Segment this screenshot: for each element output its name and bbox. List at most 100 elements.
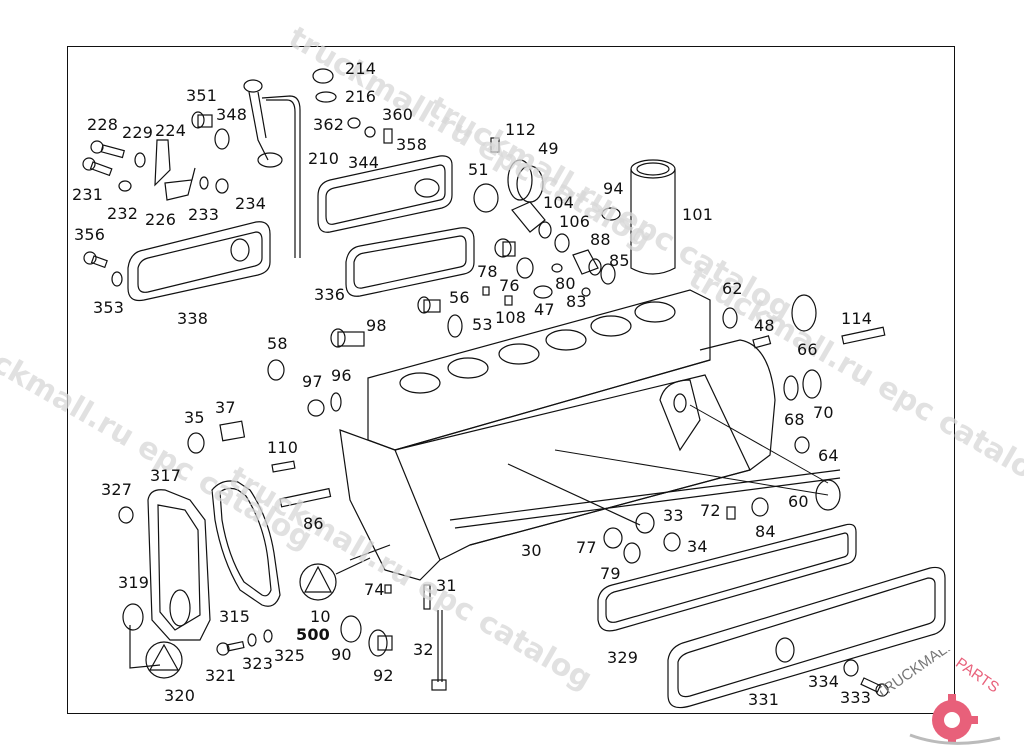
part-callout-333[interactable]: 333 [840, 688, 872, 707]
part-callout-47[interactable]: 47 [534, 300, 555, 319]
part-callout-112[interactable]: 112 [505, 120, 537, 139]
pin-part[interactable] [504, 295, 513, 306]
part-callout-106[interactable]: 106 [559, 212, 591, 231]
part-callout-356[interactable]: 356 [74, 225, 106, 244]
key-part[interactable] [263, 629, 273, 643]
part-callout-101[interactable]: 101 [682, 205, 714, 224]
part-callout-232[interactable]: 232 [107, 204, 139, 223]
part-callout-351[interactable]: 351 [186, 86, 218, 105]
plug-part[interactable] [551, 263, 563, 273]
part-callout-31[interactable]: 31 [436, 576, 457, 595]
washer-part[interactable] [516, 257, 534, 279]
washer-part[interactable] [134, 152, 146, 168]
part-callout-344[interactable]: 344 [348, 153, 380, 172]
part-callout-10[interactable]: 10 [310, 607, 331, 626]
part-callout-51[interactable]: 51 [468, 160, 489, 179]
nut-part[interactable] [347, 117, 361, 129]
part-callout-229[interactable]: 229 [122, 123, 154, 142]
oil-pan-gasket-part[interactable] [597, 523, 857, 632]
clip-part[interactable] [364, 126, 376, 138]
washer-part[interactable] [447, 314, 463, 338]
stud-part[interactable] [841, 326, 886, 345]
part-callout-34[interactable]: 34 [687, 537, 708, 556]
part-callout-49[interactable]: 49 [538, 139, 559, 158]
plug-part[interactable] [663, 532, 681, 552]
fitting-part[interactable] [494, 238, 516, 258]
part-callout-362[interactable]: 362 [313, 115, 345, 134]
part-callout-64[interactable]: 64 [818, 446, 839, 465]
sensor-part[interactable] [511, 201, 552, 239]
pin-part[interactable] [384, 584, 392, 594]
plug-part[interactable] [802, 369, 822, 399]
part-callout-323[interactable]: 323 [242, 654, 274, 673]
gasket-part[interactable] [317, 155, 453, 233]
plug-part[interactable] [581, 287, 591, 297]
bolt-part[interactable] [216, 640, 245, 656]
washer-part[interactable] [603, 527, 623, 549]
bushing-part[interactable] [187, 432, 205, 454]
part-callout-98[interactable]: 98 [366, 316, 387, 335]
part-callout-37[interactable]: 37 [215, 398, 236, 417]
fitting-part[interactable] [191, 111, 213, 129]
part-callout-353[interactable]: 353 [93, 298, 125, 317]
plug-part[interactable] [751, 497, 769, 517]
washer-part[interactable] [783, 375, 799, 401]
pin-part[interactable] [482, 286, 490, 296]
part-callout-317[interactable]: 317 [150, 466, 182, 485]
plug-part[interactable] [623, 542, 641, 564]
fitting-part[interactable] [330, 328, 365, 348]
seal-ring-part[interactable] [315, 91, 337, 103]
cap-part[interactable] [312, 68, 334, 84]
part-callout-85[interactable]: 85 [609, 251, 630, 270]
part-callout-228[interactable]: 228 [87, 115, 119, 134]
bolt-part[interactable] [90, 140, 125, 159]
washer-part[interactable] [554, 233, 570, 253]
part-callout-56[interactable]: 56 [449, 288, 470, 307]
part-callout-94[interactable]: 94 [603, 179, 624, 198]
part-callout-226[interactable]: 226 [145, 210, 177, 229]
gasket-part[interactable] [127, 221, 271, 302]
plate-part[interactable] [383, 128, 393, 144]
part-callout-62[interactable]: 62 [722, 279, 743, 298]
part-callout-331[interactable]: 331 [748, 690, 780, 709]
part-callout-78[interactable]: 78 [477, 262, 498, 281]
part-callout-216[interactable]: 216 [345, 87, 377, 106]
part-callout-360[interactable]: 360 [382, 105, 414, 124]
fitting-part[interactable] [417, 296, 441, 314]
dipstick-tube-part[interactable] [243, 79, 301, 258]
plug-part[interactable] [722, 307, 738, 329]
bracket-part[interactable] [164, 167, 196, 201]
stud-part[interactable] [279, 487, 332, 508]
cover-cap-part[interactable] [791, 294, 817, 332]
part-callout-70[interactable]: 70 [813, 403, 834, 422]
plug-part[interactable] [307, 399, 325, 417]
pin-part[interactable] [752, 335, 772, 349]
washer-part[interactable] [635, 512, 655, 534]
part-callout-104[interactable]: 104 [543, 193, 575, 212]
bushing-part[interactable] [794, 436, 810, 454]
part-callout-92[interactable]: 92 [373, 666, 394, 685]
part-callout-500[interactable]: 500 [296, 625, 330, 644]
part-callout-320[interactable]: 320 [164, 686, 196, 705]
part-callout-348[interactable]: 348 [216, 105, 248, 124]
gasket-part[interactable] [345, 227, 475, 297]
part-callout-77[interactable]: 77 [576, 538, 597, 557]
washer-part[interactable] [111, 271, 123, 287]
part-callout-325[interactable]: 325 [274, 646, 306, 665]
part-callout-319[interactable]: 319 [118, 573, 150, 592]
part-callout-231[interactable]: 231 [72, 185, 104, 204]
part-callout-96[interactable]: 96 [331, 366, 352, 385]
washer-part[interactable] [600, 263, 616, 285]
oil-pan-part[interactable] [667, 566, 946, 709]
part-callout-60[interactable]: 60 [788, 492, 809, 511]
dowel-part[interactable] [219, 420, 246, 442]
part-callout-336[interactable]: 336 [314, 285, 346, 304]
part-callout-48[interactable]: 48 [754, 316, 775, 335]
part-callout-76[interactable]: 76 [499, 276, 520, 295]
part-callout-86[interactable]: 86 [303, 514, 324, 533]
washer-part[interactable] [330, 392, 342, 412]
grommet-part[interactable] [601, 207, 621, 221]
part-callout-79[interactable]: 79 [600, 564, 621, 583]
part-callout-53[interactable]: 53 [472, 315, 493, 334]
bolt-part[interactable] [860, 677, 889, 697]
